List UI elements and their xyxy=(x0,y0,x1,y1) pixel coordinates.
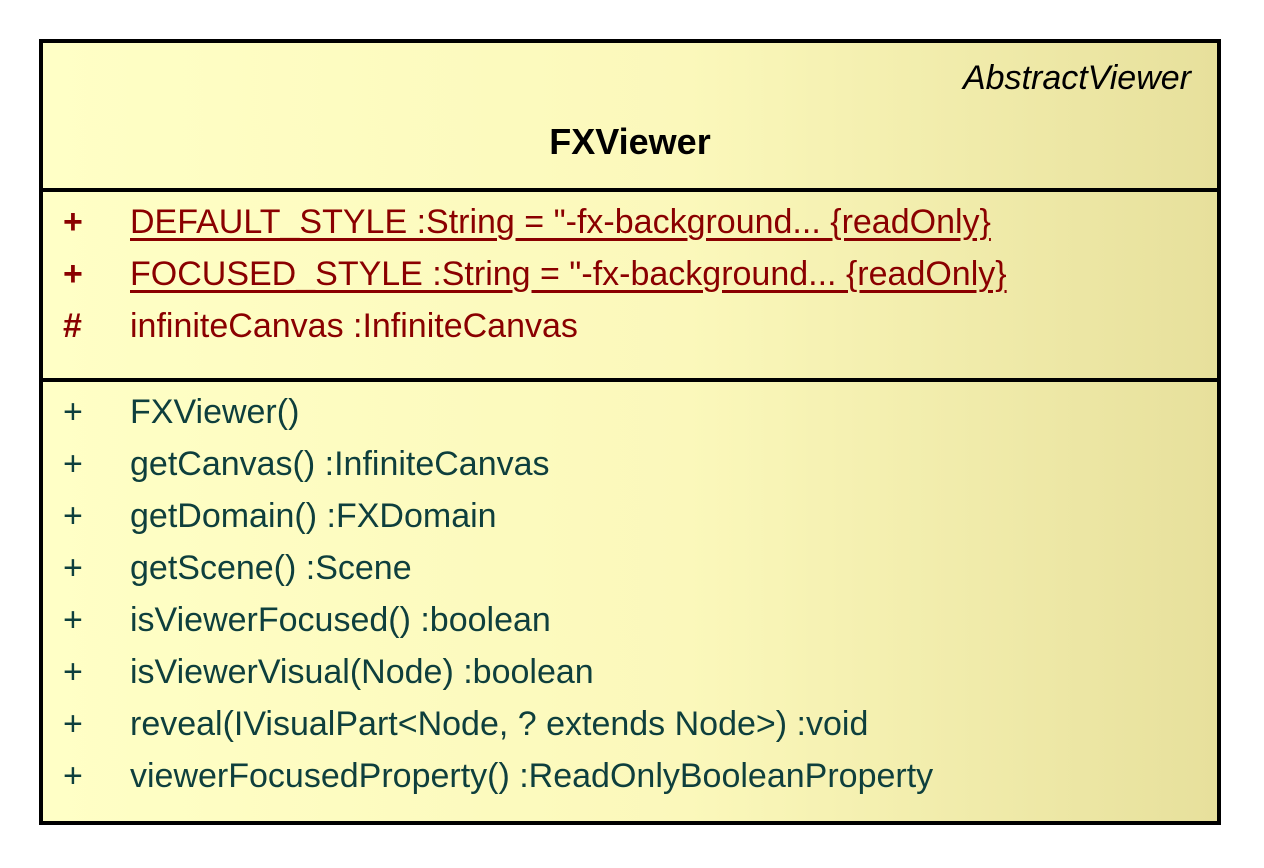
visibility-marker: + xyxy=(63,549,83,587)
visibility-marker: + xyxy=(63,653,83,691)
operation-row: + isViewerVisual(Node) :boolean xyxy=(43,653,1217,705)
uml-class-box: AbstractViewer FXViewer + DEFAULT_STYLE … xyxy=(39,39,1221,825)
operation-text: isViewerFocused() :boolean xyxy=(130,601,551,639)
visibility-marker: + xyxy=(63,497,83,535)
visibility-marker: + xyxy=(63,705,83,743)
operation-text: getScene() :Scene xyxy=(130,549,412,587)
attribute-text: infiniteCanvas :InfiniteCanvas xyxy=(130,307,578,345)
visibility-marker: + xyxy=(63,203,83,241)
attribute-row: # infiniteCanvas :InfiniteCanvas xyxy=(43,307,1217,359)
operation-text: isViewerVisual(Node) :boolean xyxy=(130,653,594,691)
operation-row: + isViewerFocused() :boolean xyxy=(43,601,1217,653)
operation-text: getCanvas() :InfiniteCanvas xyxy=(130,445,550,483)
class-header: AbstractViewer FXViewer xyxy=(43,43,1217,188)
attribute-text: FOCUSED_STYLE :String = "-fx-background.… xyxy=(130,255,1007,293)
operation-text: FXViewer() xyxy=(130,393,300,431)
visibility-marker: # xyxy=(63,307,82,345)
operation-row: + FXViewer() xyxy=(43,393,1217,445)
visibility-marker: + xyxy=(63,757,83,795)
attribute-row: + FOCUSED_STYLE :String = "-fx-backgroun… xyxy=(43,255,1217,307)
superclass-label: AbstractViewer xyxy=(962,59,1191,97)
operation-row: + getScene() :Scene xyxy=(43,549,1217,601)
operation-row: + reveal(IVisualPart<Node, ? extends Nod… xyxy=(43,705,1217,757)
visibility-marker: + xyxy=(63,445,83,483)
operation-row: + getDomain() :FXDomain xyxy=(43,497,1217,549)
attribute-text: DEFAULT_STYLE :String = "-fx-background.… xyxy=(130,203,991,241)
class-name: FXViewer xyxy=(549,121,711,162)
visibility-marker: + xyxy=(63,601,83,639)
attributes-divider xyxy=(43,188,1217,192)
operation-row: + getCanvas() :InfiniteCanvas xyxy=(43,445,1217,497)
visibility-marker: + xyxy=(63,393,83,431)
operation-text: getDomain() :FXDomain xyxy=(130,497,497,535)
operation-text: viewerFocusedProperty() :ReadOnlyBoolean… xyxy=(130,757,934,795)
operation-row: + viewerFocusedProperty() :ReadOnlyBoole… xyxy=(43,757,1217,809)
visibility-marker: + xyxy=(63,255,83,293)
operations-divider xyxy=(43,378,1217,382)
operation-text: reveal(IVisualPart<Node, ? extends Node>… xyxy=(130,705,869,743)
attribute-row: + DEFAULT_STYLE :String = "-fx-backgroun… xyxy=(43,203,1217,255)
